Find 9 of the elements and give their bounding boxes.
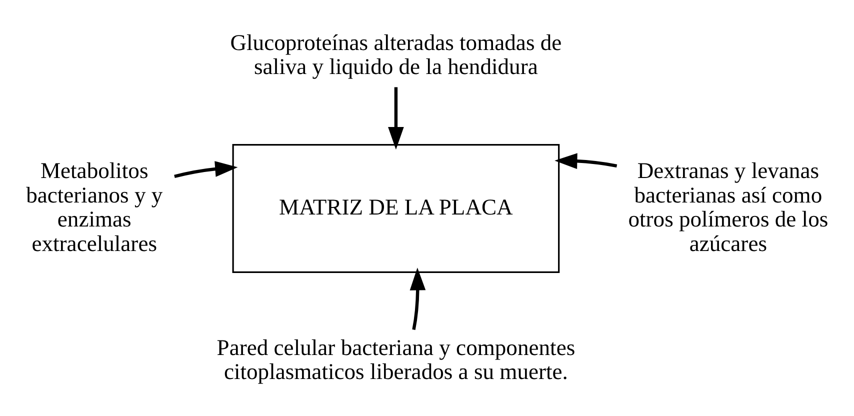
arrow [174, 160, 238, 178]
arrow [554, 152, 618, 168]
arrow [410, 267, 426, 330]
node-text: Metabolitos bacterianos y y enzimas extracelulares [26, 158, 163, 256]
node-text: Glucoproteínas alteradas tomadas de saliva y liquido de la hendidura [230, 29, 562, 79]
node-box: MATRIZ DE LA PLACA [232, 143, 560, 273]
node-text: Pared celular bacteriana y componentes citoplasmaticos liberados a su muerte. [216, 334, 576, 384]
arrow [388, 86, 404, 150]
node-text: Dextranas y levanas bacterianas así como otros polímeros de los azúcares [628, 158, 828, 256]
